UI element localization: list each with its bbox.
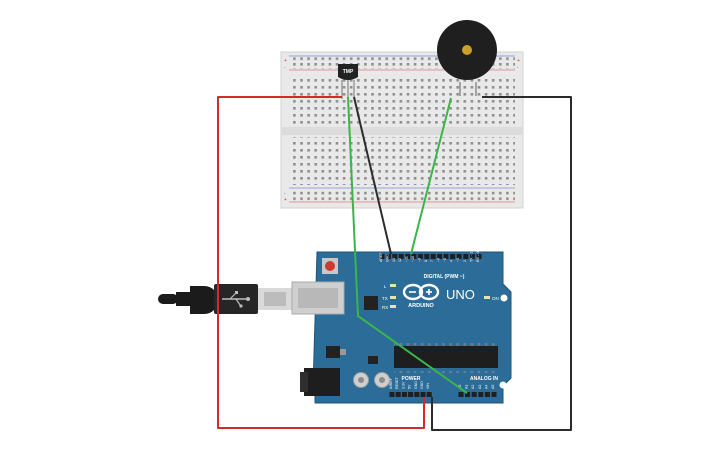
led-on-label: ON [492,296,499,301]
breadboard: + - + - - + [280,51,524,209]
power-header-label: POWER [402,376,421,382]
digital-header-label: DIGITAL (PWM ~) [424,274,465,280]
pin-label: ~9 [417,258,421,262]
pin-label: TX→1 [469,252,473,262]
pin-socket[interactable] [408,392,414,397]
pin-socket[interactable] [395,392,401,397]
pin-socket[interactable] [463,254,469,259]
pin-socket[interactable] [456,254,462,259]
pin-socket[interactable] [430,254,436,259]
pin-label: ~10 [411,256,415,262]
pin-label: GND [420,381,424,389]
svg-text:+: + [284,58,287,64]
pin-socket[interactable] [417,254,423,259]
pin-socket[interactable] [476,254,482,259]
wires [217,96,572,431]
pin-socket[interactable] [420,392,426,397]
pin-label: AREF [379,252,383,262]
pin-label: A1 [465,385,469,389]
pin-socket[interactable] [443,254,449,259]
pin-socket[interactable] [392,254,398,259]
led-on [484,296,490,299]
mounting-hole [500,294,508,302]
pin-socket[interactable] [471,392,477,397]
arduino-logo [402,283,440,301]
svg-text:-: - [284,65,286,71]
sensor-label: TMP [343,69,354,75]
led-rx [390,305,396,308]
pin-socket[interactable] [401,392,407,397]
analog-header-label: ANALOG IN [470,376,498,382]
svg-text:+: + [284,197,287,203]
pin-label: ~6 [437,258,441,262]
mounting-hole [499,381,507,389]
green-wire-buzzer-to-pin8[interactable] [410,97,452,255]
pin-socket[interactable] [450,254,456,259]
pin-label: A0 [458,385,462,389]
pin-label: 7 [430,260,434,262]
pin-socket[interactable] [389,392,395,397]
svg-text:+: + [517,58,520,64]
usb-cable [158,284,292,314]
pin-label: GND [385,254,389,262]
pin-socket[interactable] [424,254,430,259]
pin-label: 5V [408,384,412,389]
pin-socket[interactable] [414,392,420,397]
pin-label: 13 [392,258,396,262]
temperature-sensor[interactable]: TMP [338,64,358,99]
pin-label: IOREF [389,377,393,389]
pin-socket[interactable] [411,254,417,259]
pin-socket[interactable] [484,392,490,397]
black-wire-ground[interactable] [431,96,572,431]
pin-label: ~5 [443,258,447,262]
black-wire-sensor-to-pin13[interactable] [353,96,392,255]
pin-label: RX←0 [476,251,480,262]
pin-label: 12 [398,258,402,262]
pin-socket[interactable] [379,254,385,259]
led-l [390,284,396,287]
pin-label: A3 [478,385,482,389]
pin-label: GND [414,381,418,389]
pin-socket[interactable] [469,254,475,259]
board-model-label: UNO [446,287,475,302]
pin-socket[interactable] [385,254,391,259]
pin-socket[interactable] [491,392,497,397]
pin-socket[interactable] [405,254,411,259]
arduino-uno-board[interactable]: ARDUINO UNO L TX RX ON DIGITAL (PWM ~) A… [291,251,512,404]
pin-label: 8 [424,260,428,262]
pin-label: RESET [395,376,399,389]
pin-label: ~11 [405,256,409,262]
svg-text:-: - [284,191,286,197]
svg-text:-: - [517,65,519,71]
pin-socket[interactable] [465,392,471,397]
pin-socket[interactable] [458,392,464,397]
pin-label: A4 [484,385,488,389]
pin-label: VIN [426,383,430,389]
pin-socket[interactable] [437,254,443,259]
pin-label: A2 [471,385,475,389]
pin-socket[interactable] [478,392,484,397]
power-jack [304,368,340,396]
led-rx-label: RX [382,305,388,310]
pin-socket[interactable] [398,254,404,259]
red-wire[interactable] [217,96,425,429]
atmega-chip [394,346,498,368]
pin-label: 3.3V [401,381,405,389]
led-tx-label: TX [382,296,388,301]
pin-label: ~3 [456,258,460,262]
arduino-logo-text: ARDUINO [408,303,434,309]
led-tx [390,296,396,299]
pin-label: A5 [491,385,495,389]
pin-socket[interactable] [426,392,432,397]
usb-icon [222,291,250,308]
piezo-buzzer[interactable] [437,20,497,96]
pin-label: 4 [450,260,454,262]
led-l-label: L [384,284,387,289]
green-wire-sensor-to-a0[interactable] [347,96,468,394]
pin-label: 2 [463,260,467,262]
